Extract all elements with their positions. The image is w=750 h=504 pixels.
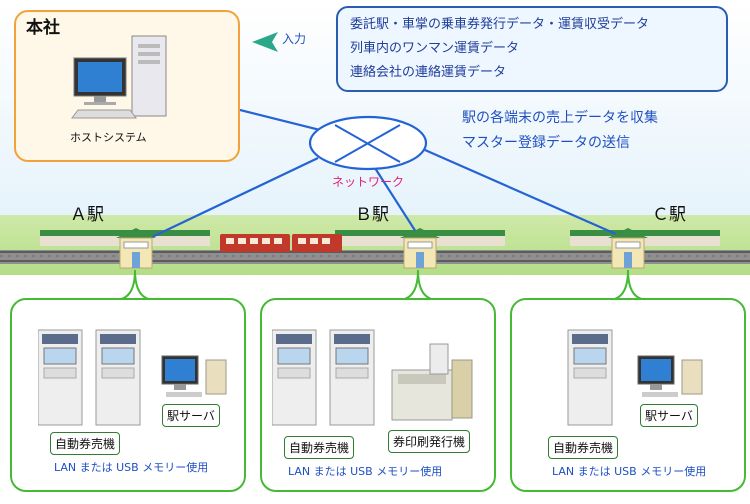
collect-text-1: 駅の各端末の売上データを収集 [462,110,658,126]
station-c-name: Ｃ駅 [652,205,686,225]
machine-label-a: 自動券売機 [50,432,121,455]
footer-b: LAN または USB メモリー使用 [288,465,443,478]
input-label: 入力 [282,32,307,46]
machine-label-b: 自動券売機 [284,436,355,459]
footer-c: LAN または USB メモリー使用 [552,465,707,478]
station-b-building-icon [400,228,440,269]
host-system-label: ホストシステム [70,131,147,144]
station-a-name: Ａ駅 [70,205,104,225]
machine-label-c: 自動券売機 [548,436,619,459]
data-line-2: 列車内のワンマン運賃データ [350,41,520,56]
server-label-c: 駅サーバ [640,404,698,427]
footer-a: LAN または USB メモリー使用 [54,461,209,474]
printer-label-b: 券印刷発行機 [388,430,471,453]
station-c-building-icon [608,228,648,269]
input-arrow-icon [252,32,278,52]
hq-box [14,10,240,162]
station-b-name: Ｂ駅 [355,205,389,225]
data-box [336,6,728,92]
collect-text-2: マスター登録データの送信 [462,135,630,151]
ticket-machines-a-icon [38,329,141,426]
station-server-c-icon [637,355,703,397]
data-line-1: 委託駅・車掌の乗車券発行データ・運賃収受データ [350,17,650,32]
station-c-panel [510,298,746,492]
data-line-3: 連絡会社の連絡運賃データ [350,65,507,80]
station-a-building-icon [116,228,156,269]
hq-title: 本社 [26,18,60,38]
ticket-machines-b-icon [272,329,375,426]
computer-icon [71,35,167,119]
station-server-a-icon [161,355,227,397]
server-label-a: 駅サーバ [162,404,220,427]
ticket-machine-c-icon [567,329,613,426]
network-label: ネットワーク [332,175,405,189]
ticket-printer-icon [391,343,473,421]
